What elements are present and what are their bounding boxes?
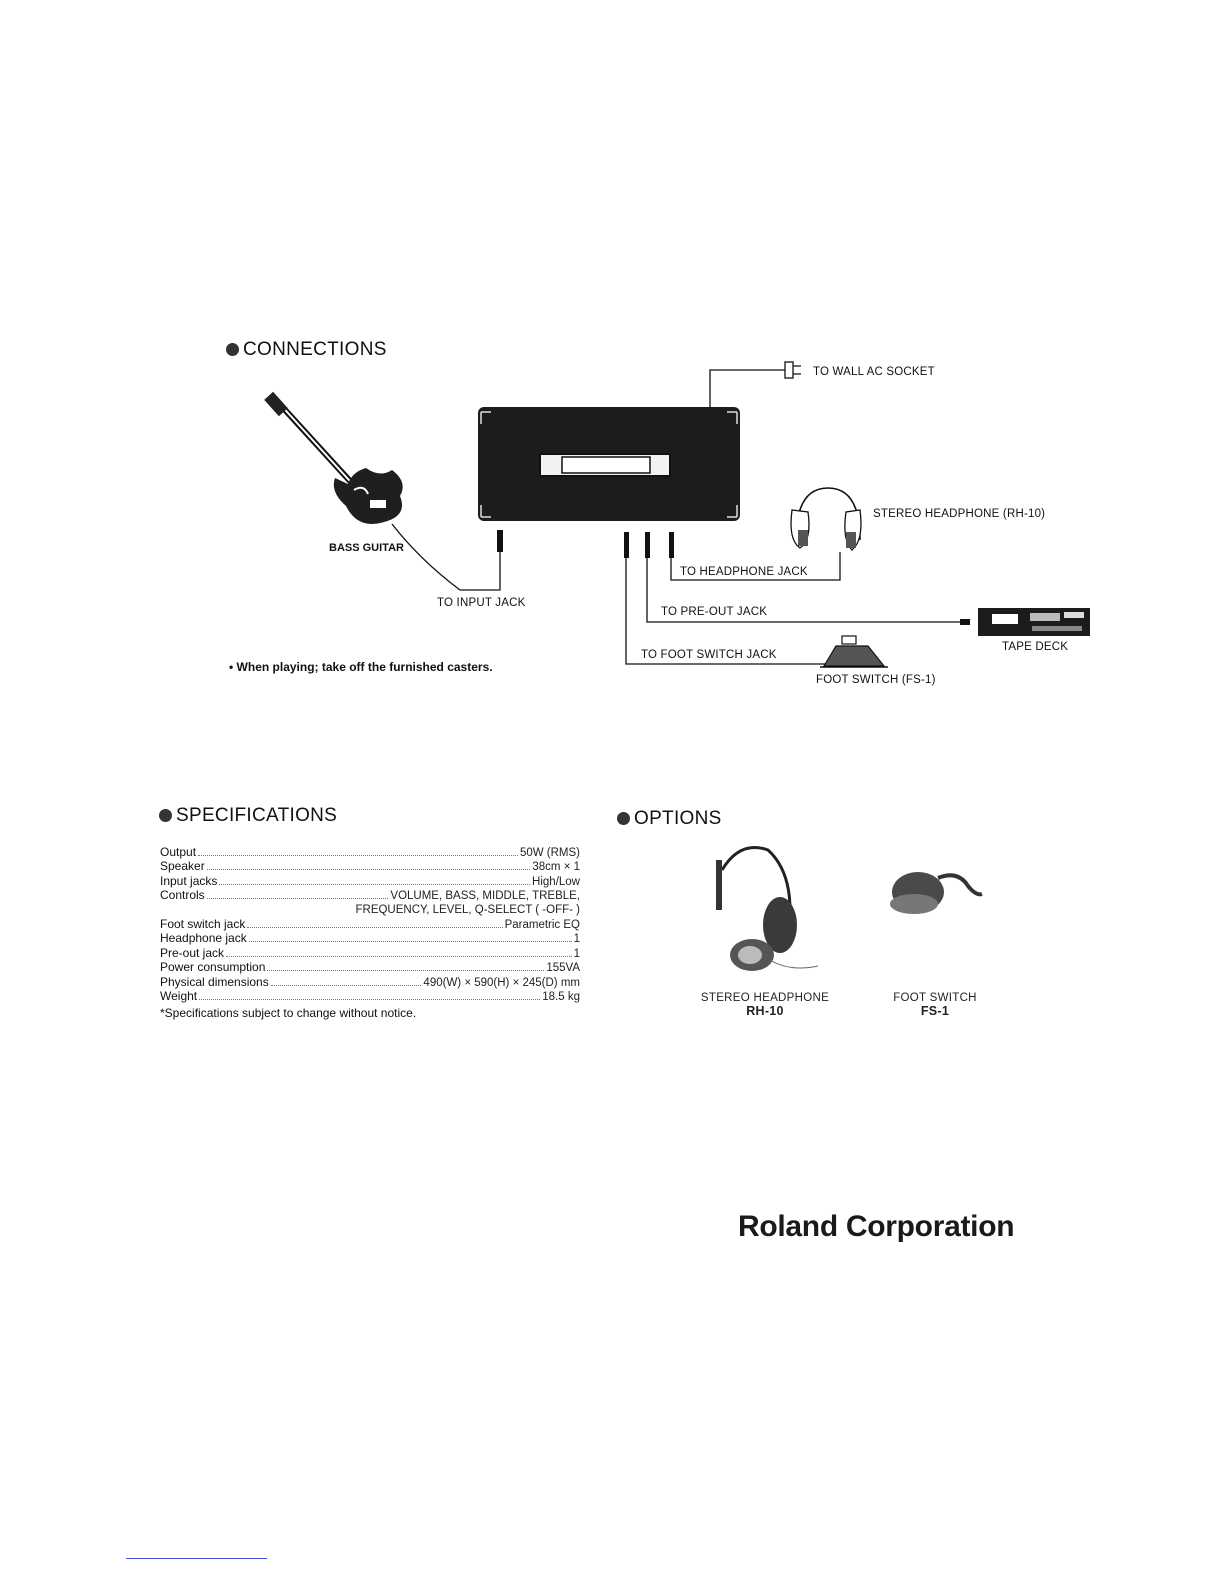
label-bass-guitar: BASS GUITAR: [329, 542, 404, 554]
cable-plugs: [624, 532, 674, 558]
connections-heading: CONNECTIONS: [226, 339, 387, 361]
bullet-icon: [617, 812, 630, 825]
specifications-title: SPECIFICATIONS: [176, 805, 338, 826]
footer-rule: [126, 1558, 267, 1559]
option-foot-switch-model: FS-1: [920, 1004, 950, 1018]
label-input-jack: TO INPUT JACK: [437, 597, 526, 609]
power-cord: [709, 361, 801, 410]
option-foot-switch: FOOT SWITCH FS-1: [870, 992, 1000, 1018]
label-foot-switch: FOOT SWITCH (FS-1): [816, 674, 936, 686]
spec-controls-continued: FREQUENCY, LEVEL, Q-SELECT ( -OFF- ): [355, 903, 580, 916]
label-foot-switch-jack: TO FOOT SWITCH JACK: [641, 649, 777, 661]
bass-guitar-illustration: [264, 391, 503, 591]
connections-title: CONNECTIONS: [243, 339, 387, 360]
options-title: OPTIONS: [634, 808, 722, 829]
brand-name: Roland Corporation: [738, 1210, 1015, 1243]
headphone-illustration: [790, 487, 862, 551]
label-tape-deck: TAPE DECK: [1002, 641, 1069, 653]
amplifier-illustration: [478, 407, 740, 521]
option-headphone: STEREO HEADPHONE RH-10: [690, 992, 840, 1018]
foot-switch-illustration: [820, 635, 888, 668]
label-preout-jack: TO PRE-OUT JACK: [661, 606, 768, 618]
option-headphone-name: STEREO HEADPHONE: [700, 992, 830, 1004]
headphone-cable: [670, 552, 841, 581]
bullet-icon: [226, 343, 239, 356]
spec-disclaimer: *Specifications subject to change withou…: [160, 1006, 417, 1021]
option-headphone-model: RH-10: [746, 1004, 784, 1018]
preout-cable: [646, 558, 962, 623]
label-stereo-headphone: STEREO HEADPHONE (RH-10): [873, 508, 1046, 520]
casters-note: • When playing; take off the furnished c…: [229, 660, 493, 674]
options-heading: OPTIONS: [617, 808, 722, 830]
label-wall-ac: TO WALL AC SOCKET: [813, 366, 935, 378]
label-headphone-jack: TO HEADPHONE JACK: [680, 566, 808, 578]
specifications-heading: SPECIFICATIONS: [159, 805, 337, 827]
tape-deck-illustration: [978, 608, 1090, 636]
bullet-icon: [159, 809, 172, 822]
footswitch-cable: [625, 558, 830, 665]
option-foot-switch-name: FOOT SWITCH: [893, 992, 977, 1004]
